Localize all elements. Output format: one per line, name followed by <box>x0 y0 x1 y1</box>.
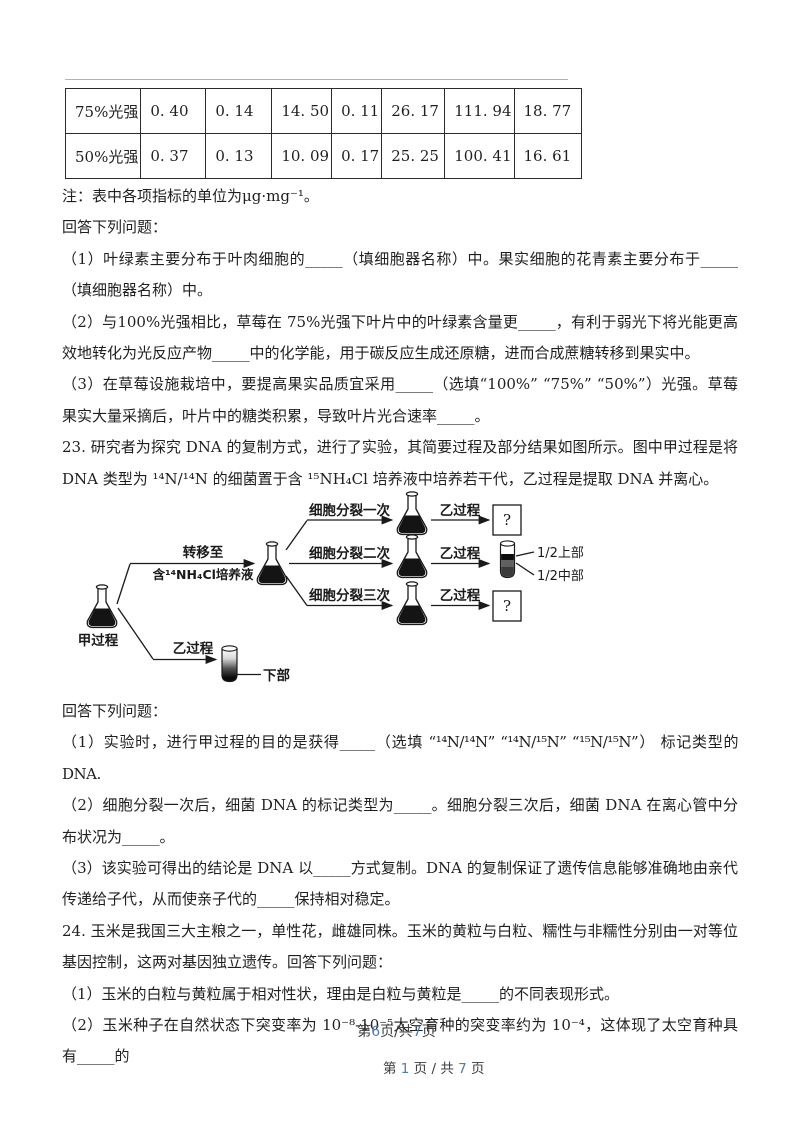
table-cut-border <box>65 79 568 80</box>
table-row: 50%光强 0. 37 0. 13 10. 09 0. 17 25. 25 10… <box>64 133 582 179</box>
medium-label: 含¹⁴NH₄Cl培养液 <box>152 567 254 582</box>
table-cell: 111. 94 <box>444 88 515 134</box>
divide-twice-label: 细胞分裂二次 <box>309 545 390 562</box>
table-unit-note: 注：表中各项指标的单位为μg·mg⁻¹。 <box>62 187 319 205</box>
question-22-text: 注：表中各项指标的单位为μg·mg⁻¹。 回答下列问题： （1）叶绿素主要分布于… <box>62 181 738 495</box>
total-page-number: 7 <box>412 1024 422 1040</box>
unknown-result-box <box>492 504 522 536</box>
question-22-3: （3）在草莓设施栽培中，要提高果实品质宜采用_____（选填“100%” “75… <box>62 375 738 425</box>
flask-icon <box>396 491 428 536</box>
question-24-2: （2）玉米种子在自然状态下突变率为 10⁻⁸-10⁻⁵太空育种的突变率约为 10… <box>62 1016 738 1066</box>
centrifuge-tube-half-icon <box>499 540 516 579</box>
total-page-number: 7 <box>458 1061 467 1077</box>
branch-line <box>285 520 308 551</box>
page-number-footer: 第6页/共7页 <box>357 1024 436 1040</box>
branch-line <box>116 563 131 605</box>
table-cell: 0. 14 <box>205 88 273 134</box>
table-cell: 14. 50 <box>271 88 333 134</box>
table-row-label: 50%光强 <box>64 133 142 179</box>
centrifuge-tube-bottom-icon <box>221 645 238 683</box>
table-cell: 26. 17 <box>381 88 446 134</box>
question-23-intro: 23. 研究者为探究 DNA 的复制方式，进行了实验，其简要过程及部分结果如图所… <box>62 438 738 488</box>
question-mark: ? <box>503 597 511 615</box>
current-page-number: 6 <box>371 1024 381 1040</box>
question-22-1: （1）叶绿素主要分布于叶肉细胞的_____（填细胞器名称）中。果实细胞的花青素主… <box>62 249 738 300</box>
current-page-number: 1 <box>400 1061 410 1077</box>
divide-once-label: 细胞分裂一次 <box>309 502 390 519</box>
document-page-footer: 第 1 页 / 共 7 页 <box>383 1061 485 1077</box>
transfer-label: 转移至 <box>183 544 224 561</box>
middle-half-label: 1/2中部 <box>537 569 584 584</box>
flask-icon <box>256 541 288 586</box>
bottom-band-label: 下部 <box>263 667 290 684</box>
divide-thrice-label: 细胞分裂三次 <box>309 587 390 604</box>
table-cell: 0. 11 <box>331 88 383 134</box>
process-yi-label: 乙过程 <box>440 587 481 604</box>
process-yi-label: 乙过程 <box>440 502 481 519</box>
question-23-24-text: 回答下列问题： （1）实验时，进行甲过程的目的是获得_____（选填 “¹⁴N/… <box>62 696 739 1073</box>
question-23-3: （3）该实验可得出的结论是 DNA 以_____方式复制。DNA 的复制保证了遗… <box>62 859 738 909</box>
question-23-1: （1）实验时，进行甲过程的目的是获得_____（选填 “¹⁴N/¹⁴N” “¹⁴… <box>62 733 739 783</box>
process-jia-label: 甲过程 <box>78 632 119 649</box>
table-cell: 10. 09 <box>271 133 333 179</box>
table-cell: 0. 37 <box>140 133 207 179</box>
dna-experiment-diagram: 甲过程 转移至 含¹⁴NH₄Cl培养液 乙过程 下部 细胞分裂一次 细胞分裂二次… <box>78 491 584 684</box>
process-yi-label: 乙过程 <box>173 640 214 657</box>
table-cell: 0. 13 <box>205 133 273 179</box>
table-row-label: 75%光强 <box>64 88 142 134</box>
table-row: 75%光强 0. 40 0. 14 14. 50 0. 11 26. 17 11… <box>64 88 582 134</box>
branch-line <box>285 575 308 606</box>
flask-icon <box>396 534 428 579</box>
table-cell: 25. 25 <box>381 133 446 179</box>
answer-prompt-q23: 回答下列问题： <box>62 702 168 720</box>
label-line <box>515 562 535 576</box>
branch-line <box>117 607 154 660</box>
question-24-intro: 24. 玉米是我国三大主粮之一，单性花，雌雄同株。玉米的黄粒与白粒、糯性与非糯性… <box>62 921 738 972</box>
question-mark: ? <box>503 511 511 529</box>
flask-icon <box>396 581 428 626</box>
question-23-2: （2）细胞分裂一次后，细菌 DNA 的标记类型为_____。细胞分裂三次后，细菌… <box>62 796 738 846</box>
unknown-result-box <box>492 590 522 622</box>
upper-half-label: 1/2上部 <box>537 546 584 561</box>
answer-prompt-q22: 回答下列问题： <box>62 218 168 237</box>
table-cell: 0. 17 <box>331 133 383 179</box>
table-cell: 0. 40 <box>140 88 207 134</box>
light-intensity-data-table: 75%光强 0. 40 0. 14 14. 50 0. 11 26. 17 11… <box>64 88 582 179</box>
table-cell: 100. 41 <box>444 133 515 179</box>
process-yi-label: 乙过程 <box>440 545 481 562</box>
label-line <box>515 551 535 557</box>
table-cell: 16. 61 <box>513 133 582 179</box>
table-cell: 18. 77 <box>513 88 582 134</box>
flask-icon <box>86 584 118 629</box>
question-24-1: （1）玉米的白粒与黄粒属于相对性状，理由是白粒与黄粒是_____的不同表现形式。 <box>62 984 620 1003</box>
question-22-2: （2）与100%光强相比，草莓在 75%光强下叶片中的叶绿素含量更_____，有… <box>62 312 738 363</box>
